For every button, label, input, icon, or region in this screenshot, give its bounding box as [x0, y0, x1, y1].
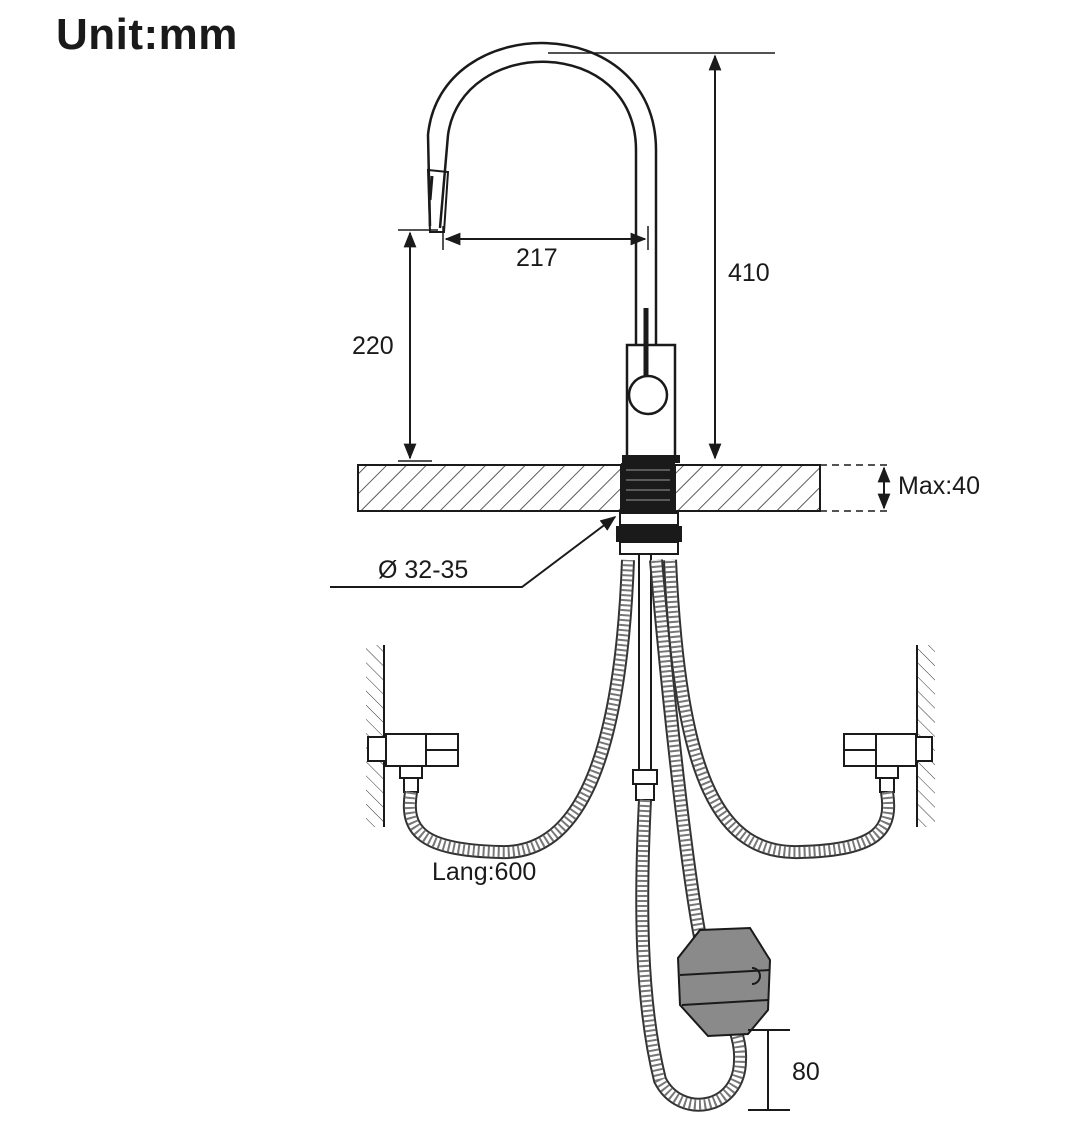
dim-410-label: 410	[728, 259, 770, 287]
unit-title: Unit:mm	[56, 10, 238, 59]
dim-max40-label: Max:40	[898, 472, 980, 500]
dim-80-label: 80	[792, 1058, 820, 1086]
dimension-max40: Max:40	[820, 464, 980, 512]
dim-220-label: 220	[352, 332, 394, 360]
faucet-body	[622, 308, 680, 463]
hose-weight	[676, 926, 772, 1038]
dim-hole-label: Ø 32-35	[378, 556, 468, 584]
dimension-217: 217	[442, 226, 649, 272]
hose-length-label: Lang:600	[432, 858, 536, 886]
dimension-220: 220	[352, 229, 438, 462]
dim-217-label: 217	[516, 244, 558, 272]
countertop	[357, 463, 821, 555]
left-supply-hose	[402, 559, 635, 860]
dimension-410: 410	[548, 52, 775, 460]
pullout-hose	[635, 559, 748, 1112]
faucet-spout	[426, 41, 658, 345]
dimension-80: 80	[748, 1029, 820, 1111]
right-supply-hose	[663, 559, 896, 860]
hole-diameter-leader: Ø 32-35	[330, 516, 617, 588]
